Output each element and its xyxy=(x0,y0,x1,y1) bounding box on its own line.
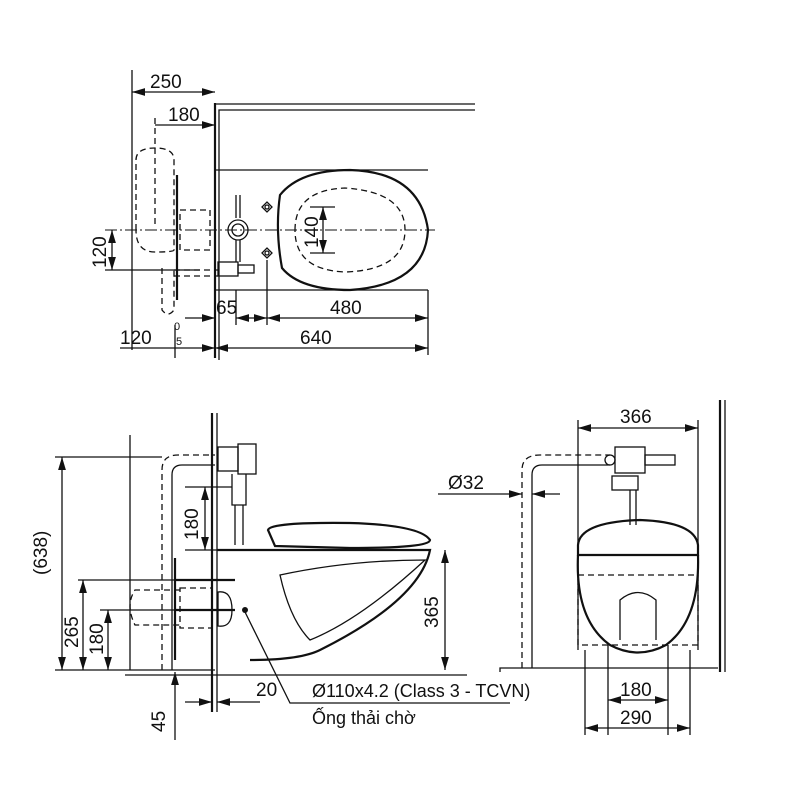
dim-180-top: 180 xyxy=(168,105,200,126)
dim-638: (638) xyxy=(31,531,52,575)
dim-small-5: 5 xyxy=(176,336,182,348)
dim-180-valve: 180 xyxy=(182,508,203,540)
toilet-bowl-front xyxy=(576,554,700,654)
toilet-seat-front xyxy=(576,518,700,557)
dim-65: 65 xyxy=(216,298,237,319)
pipe-spec-label: Ø110x4.2 (Class 3 - TCVN) xyxy=(312,681,530,701)
top-view: 250 180 120 140 65 480 120 640 0 5 xyxy=(90,70,475,360)
dim-365: 365 xyxy=(422,596,443,628)
side-view: (638) 265 180 180 365 45 20 Ø110x4.2 (Cl… xyxy=(31,413,530,740)
dim-120-bottom: 120 xyxy=(120,328,152,349)
dim-180-front: 180 xyxy=(620,680,652,701)
dim-265: 265 xyxy=(62,616,83,648)
dim-120-vertical: 120 xyxy=(90,236,111,268)
toilet-seat-side xyxy=(266,521,432,550)
dim-180-low: 180 xyxy=(87,623,108,655)
dim-20: 20 xyxy=(256,680,277,701)
front-view: Ø32 366 180 290 xyxy=(438,400,726,735)
dim-250: 250 xyxy=(150,72,182,93)
waste-pipe-label: Ống thải chờ xyxy=(312,707,416,728)
dim-480: 480 xyxy=(330,298,362,319)
toilet-seat-outline xyxy=(276,168,430,292)
dim-small-0: 0 xyxy=(174,321,180,333)
dim-640: 640 xyxy=(300,328,332,349)
dim-140: 140 xyxy=(302,216,323,248)
dim-290: 290 xyxy=(620,708,652,729)
dim-366: 366 xyxy=(620,407,652,428)
dim-pipe-32: Ø32 xyxy=(448,473,484,494)
toilet-bowl-side xyxy=(217,548,432,662)
dim-45: 45 xyxy=(149,711,170,732)
